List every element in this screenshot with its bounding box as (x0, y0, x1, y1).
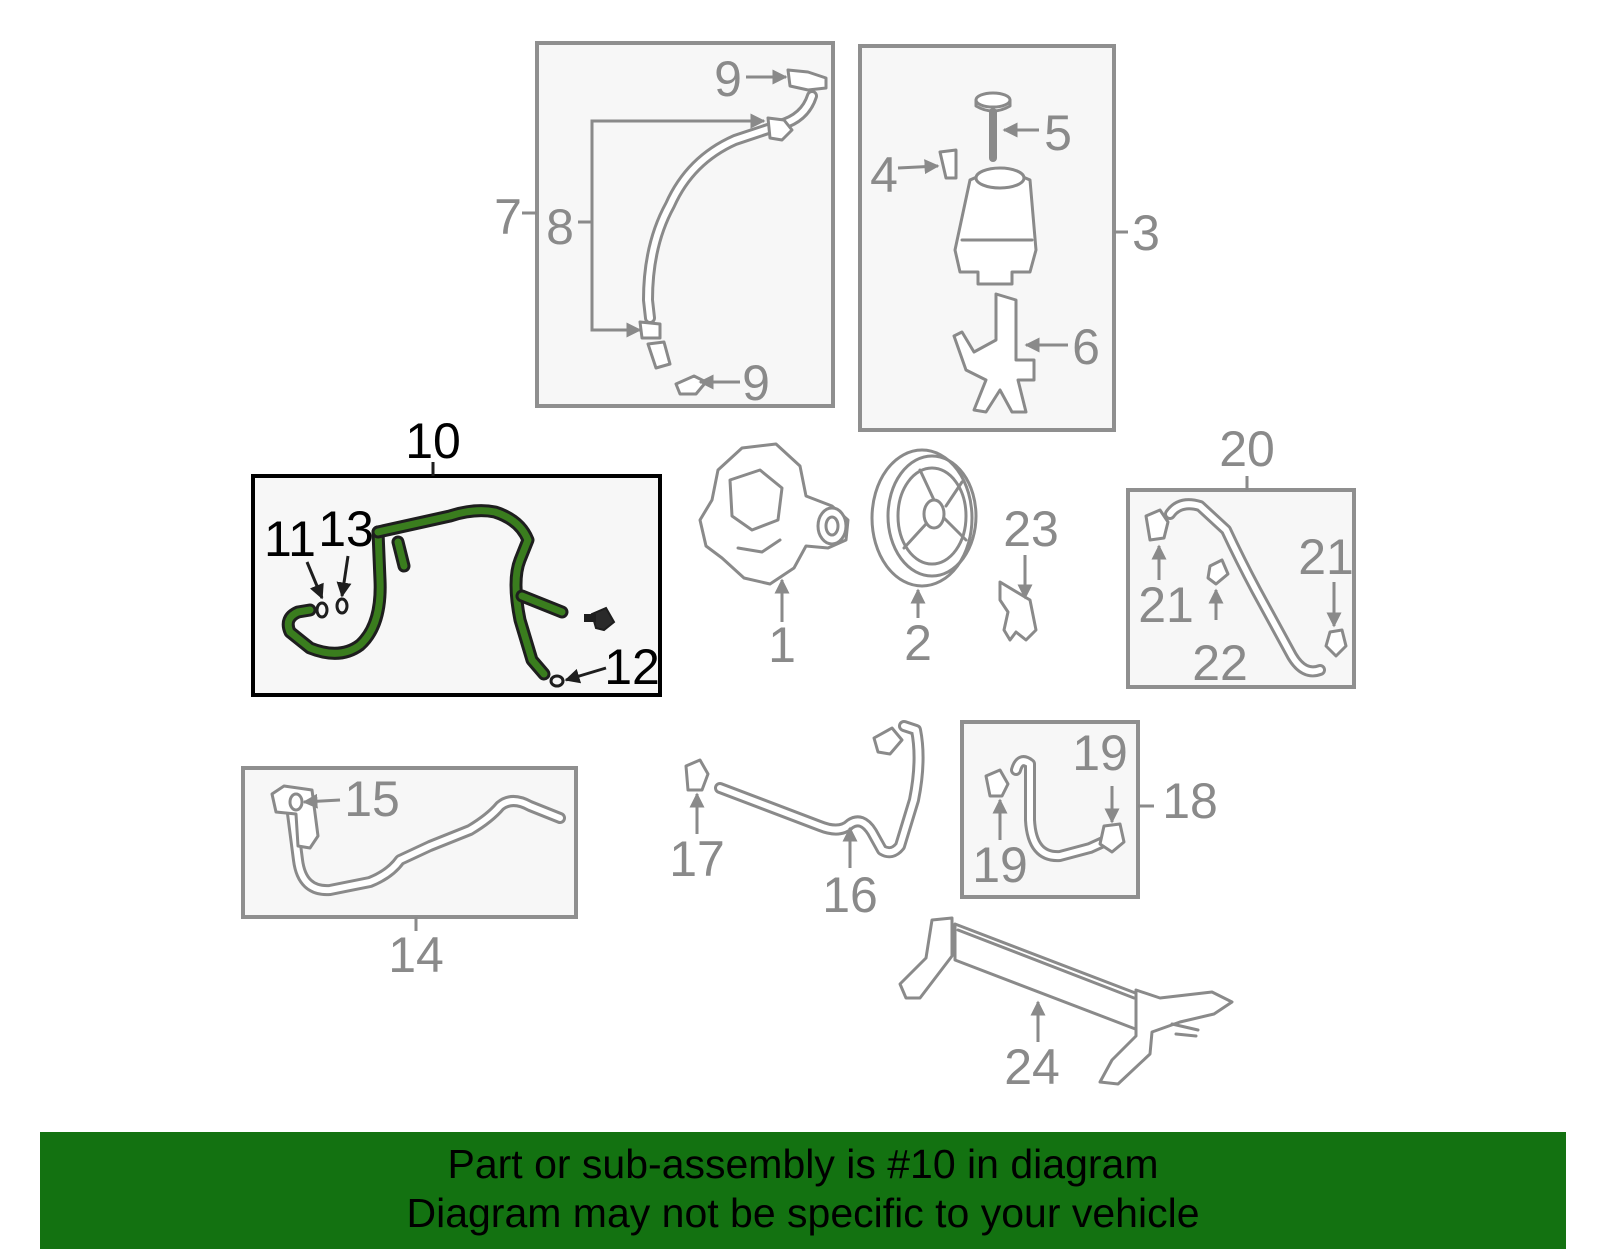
group-box-14 (241, 766, 578, 931)
banner-line-1: Part or sub-assembly is #10 in diagram (447, 1141, 1159, 1187)
label-11: 11 (264, 511, 316, 567)
label-9-bottom: 9 (742, 355, 770, 411)
label-6: 6 (1072, 319, 1100, 375)
label-20: 20 (1219, 421, 1275, 477)
label-22: 22 (1192, 635, 1248, 691)
group-box-20 (1126, 476, 1356, 689)
banner-line-2: Diagram may not be specific to your vehi… (406, 1190, 1200, 1236)
label-7: 7 (494, 189, 522, 245)
clamp-part-17 (684, 758, 710, 834)
label-15: 15 (344, 771, 400, 827)
pulley-part-2 (870, 448, 978, 618)
group-box-7 (522, 41, 835, 408)
label-12: 12 (604, 639, 660, 695)
label-14: 14 (388, 927, 444, 983)
label-4: 4 (870, 147, 898, 203)
label-9-top: 9 (714, 51, 742, 107)
label-10: 10 (405, 413, 461, 469)
label-17: 17 (669, 831, 725, 887)
hose-part-16 (714, 720, 925, 868)
group-box-3 (858, 44, 1128, 432)
cooler-part-24 (898, 916, 1234, 1086)
group-box-18 (960, 720, 1154, 899)
label-2: 2 (904, 615, 932, 671)
label-19-right: 19 (1072, 725, 1128, 781)
label-16: 16 (822, 867, 878, 923)
label-19-left: 19 (972, 837, 1028, 893)
part-labels: 1 2 3 4 5 6 7 8 9 9 10 11 12 13 14 15 16… (264, 51, 1354, 1095)
pump-part-1 (698, 442, 850, 622)
group-box-10 (251, 462, 662, 697)
label-21-left: 21 (1138, 577, 1194, 633)
label-13: 13 (318, 501, 374, 557)
shield-part-23 (998, 555, 1038, 642)
info-banner: Part or sub-assembly is #10 in diagram D… (40, 1132, 1566, 1249)
label-1: 1 (768, 617, 796, 673)
label-3: 3 (1132, 205, 1160, 261)
label-18: 18 (1162, 773, 1218, 829)
label-24: 24 (1004, 1039, 1060, 1095)
label-21-right: 21 (1298, 529, 1354, 585)
label-23: 23 (1003, 501, 1059, 557)
label-5: 5 (1044, 105, 1072, 161)
label-8: 8 (546, 199, 574, 255)
